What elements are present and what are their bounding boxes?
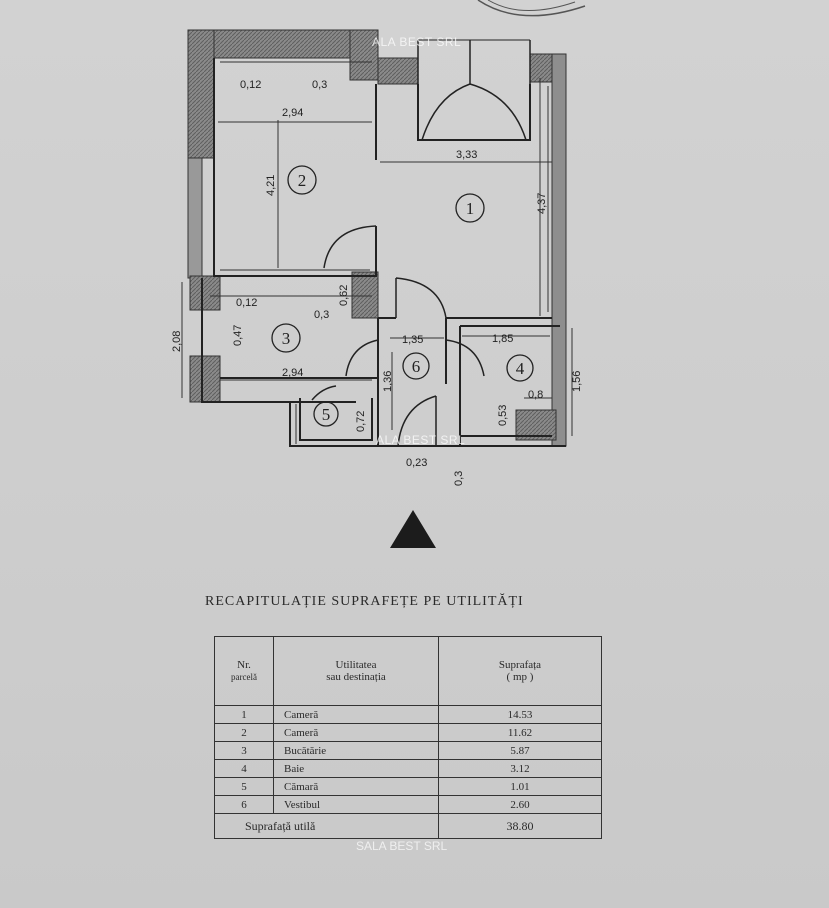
recap-title: RECAPITULAȚIE SUPRAFEȚE PE UTILITĂȚI bbox=[205, 594, 524, 609]
row-area: 11.62 bbox=[438, 723, 602, 742]
header-supr-sub: ( mp ) bbox=[506, 671, 534, 683]
walls bbox=[187, 29, 567, 447]
row-name: Vestibul bbox=[273, 795, 439, 814]
row-area: 3.12 bbox=[438, 759, 602, 778]
row-name: Cameră bbox=[273, 705, 439, 724]
room-4-number: 4 bbox=[516, 359, 525, 378]
header-util-sub: sau destinația bbox=[326, 671, 386, 683]
row-name: Baie bbox=[273, 759, 439, 778]
table-row: 5 Cămară 1.01 bbox=[214, 777, 602, 796]
header-nr: Nr. parcelă bbox=[214, 636, 274, 706]
dim-label: 0,47 bbox=[232, 325, 244, 346]
room-6-number: 6 bbox=[412, 357, 421, 376]
inner-lines bbox=[210, 61, 541, 444]
recap-table: Nr. parcelă Utilitatea sau destinația Su… bbox=[214, 636, 602, 839]
table-header-row: Nr. parcelă Utilitatea sau destinația Su… bbox=[214, 636, 602, 706]
row-nr: 3 bbox=[214, 741, 274, 760]
stamp bbox=[477, 0, 586, 17]
dim-label: 0,53 bbox=[497, 405, 509, 426]
row-area: 14.53 bbox=[438, 705, 602, 724]
dim-label: 1,56 bbox=[571, 371, 583, 392]
row-area: 2.60 bbox=[438, 795, 602, 814]
room-1-number: 1 bbox=[466, 199, 475, 218]
row-name: Cameră bbox=[273, 723, 439, 742]
row-area: 5.87 bbox=[438, 741, 602, 760]
header-supr-label: Suprafața bbox=[498, 659, 542, 671]
header-supr: Suprafața ( mp ) bbox=[438, 636, 602, 706]
row-nr: 1 bbox=[214, 705, 274, 724]
table-row: 6 Vestibul 2.60 bbox=[214, 795, 602, 814]
dim-label: 0,72 bbox=[355, 411, 367, 432]
table-row: 4 Baie 3.12 bbox=[214, 759, 602, 778]
row-nr: 6 bbox=[214, 795, 274, 814]
dim-label: 4,37 bbox=[536, 193, 548, 214]
row-nr: 4 bbox=[214, 759, 274, 778]
dim-label: 1,85 bbox=[492, 333, 513, 345]
dim-label: 1,35 bbox=[402, 334, 423, 346]
dim-label: 0,3 bbox=[453, 471, 465, 486]
row-area: 1.01 bbox=[438, 777, 602, 796]
dim-label: 0,12 bbox=[240, 79, 261, 91]
dimension-labels: 0,12 0,3 2,94 4,21 3,33 4,37 0,12 0,3 0,… bbox=[171, 79, 583, 486]
north-arrow-icon bbox=[390, 510, 436, 548]
dim-label: 0,62 bbox=[338, 285, 350, 306]
dim-label: 2,94 bbox=[282, 107, 303, 119]
header-nr-sub: parcelă bbox=[231, 672, 257, 682]
dim-label: 0,23 bbox=[406, 457, 427, 469]
room-2-number: 2 bbox=[298, 171, 307, 190]
room-3-number: 3 bbox=[282, 329, 291, 348]
watermark: ALA BEST SRL bbox=[372, 35, 461, 49]
dim-label: 4,21 bbox=[265, 175, 277, 196]
row-nr: 2 bbox=[214, 723, 274, 742]
dimension-lines bbox=[181, 86, 573, 436]
room-5-number: 5 bbox=[322, 405, 331, 424]
dim-label: 3,33 bbox=[456, 149, 477, 161]
total-value: 38.80 bbox=[438, 813, 602, 839]
row-nr: 5 bbox=[214, 777, 274, 796]
row-name: Cămară bbox=[273, 777, 439, 796]
table-row: 3 Bucătărie 5.87 bbox=[214, 741, 602, 760]
dim-label: 0,3 bbox=[314, 309, 329, 321]
total-label: Suprafață utilă bbox=[214, 813, 439, 839]
table-row: 1 Cameră 14.53 bbox=[214, 705, 602, 724]
dim-label: 0,8 bbox=[528, 389, 543, 401]
header-nr-label: Nr. bbox=[237, 659, 251, 671]
header-util: Utilitatea sau destinația bbox=[273, 636, 439, 706]
dim-label: 2,08 bbox=[171, 331, 183, 352]
watermark-table: SALA BEST SRL bbox=[356, 839, 448, 853]
row-name: Bucătărie bbox=[273, 741, 439, 760]
dim-label: 2,94 bbox=[282, 367, 303, 379]
dim-label: 0,12 bbox=[236, 297, 257, 309]
dim-label: 0,3 bbox=[312, 79, 327, 91]
total-row: Suprafață utilă 38.80 bbox=[214, 813, 602, 839]
table-row: 2 Cameră 11.62 bbox=[214, 723, 602, 742]
dim-label: 1,36 bbox=[382, 371, 394, 392]
header-util-label: Utilitatea bbox=[335, 659, 377, 671]
room-markers: 2 1 3 4 5 6 bbox=[271, 165, 534, 427]
doors bbox=[311, 39, 531, 447]
watermark: ALA BEST SRL bbox=[376, 433, 465, 447]
